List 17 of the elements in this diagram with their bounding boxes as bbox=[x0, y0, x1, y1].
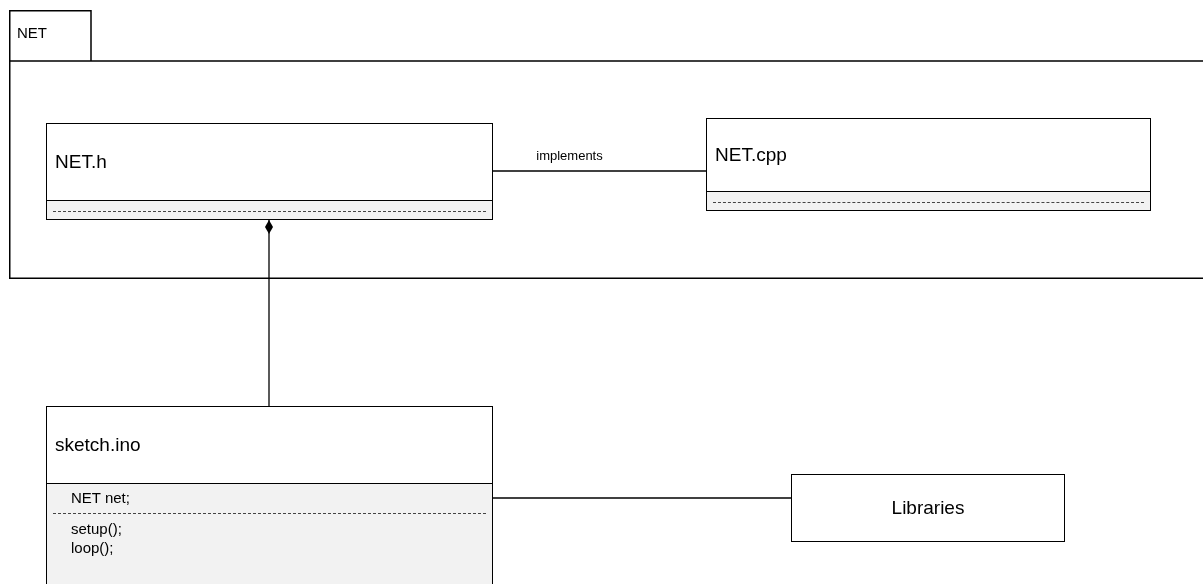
class-name: sketch.ino bbox=[55, 434, 141, 456]
class-method: loop(); bbox=[70, 538, 115, 557]
connector-line bbox=[492, 497, 792, 499]
class-name: NET.h bbox=[55, 151, 107, 173]
component-box bbox=[791, 474, 1065, 542]
class-box bbox=[46, 123, 493, 220]
class-name: NET.cpp bbox=[715, 144, 787, 166]
composition-line bbox=[265, 219, 273, 407]
class-attribute: NET net; bbox=[70, 488, 131, 507]
package-frame bbox=[9, 10, 1203, 279]
class-method: setup(); bbox=[70, 519, 123, 538]
class-box bbox=[46, 406, 493, 584]
edge-label: implements bbox=[534, 148, 605, 163]
class-box bbox=[706, 118, 1151, 211]
connector-line bbox=[492, 170, 707, 172]
package-name: NET bbox=[17, 24, 47, 41]
component-name: Libraries bbox=[891, 497, 965, 519]
